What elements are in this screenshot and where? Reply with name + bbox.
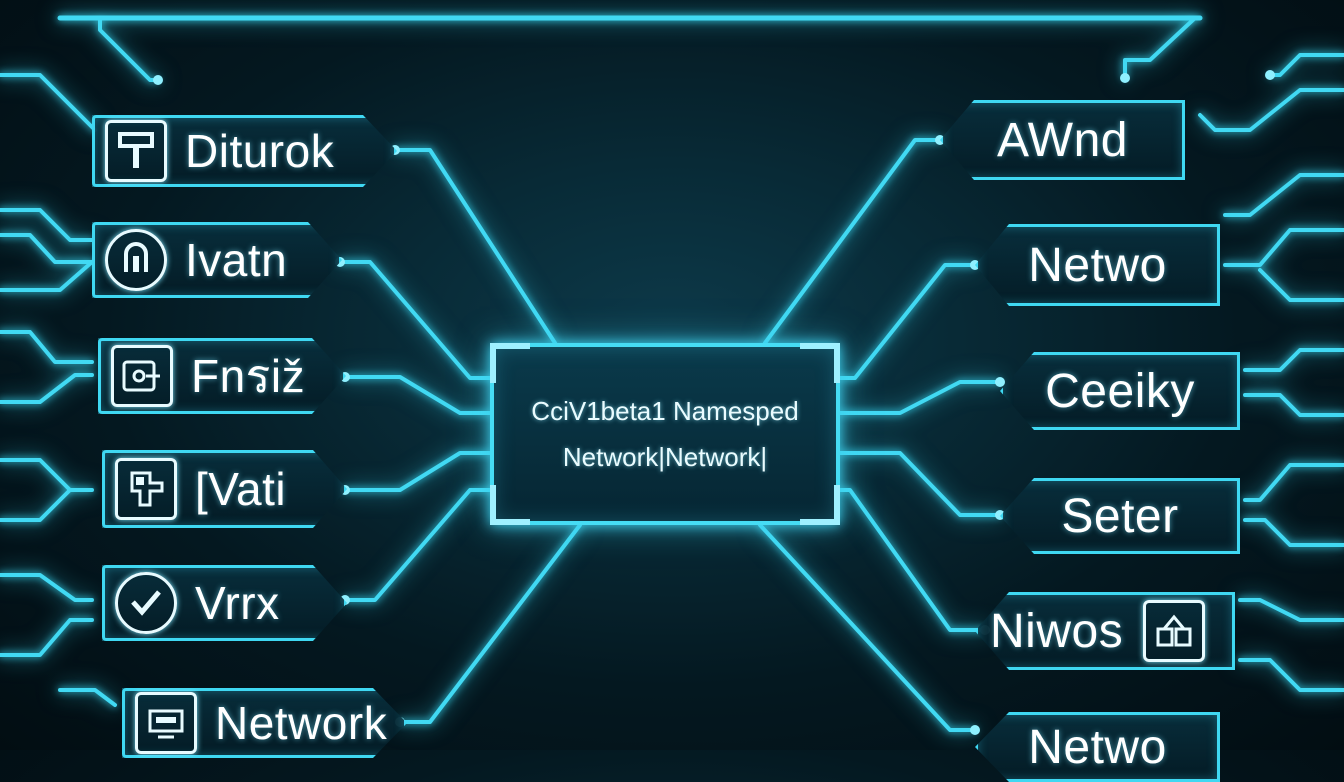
hub-corner (490, 343, 530, 383)
node-left-1[interactable]: Diturok (92, 115, 397, 187)
node-label: [Vati (195, 463, 287, 515)
hub-corner (800, 485, 840, 525)
node-left-3[interactable]: Fnรiž (98, 338, 346, 414)
node-label: Vrrx (195, 577, 280, 629)
printer-icon (115, 458, 177, 520)
node-left-5[interactable]: Vrrx (102, 565, 347, 641)
hub-title: CciV1beta1 Namesped (531, 396, 799, 426)
node-label: Ceeiky (1045, 364, 1195, 418)
node-right-6[interactable]: Netwo (975, 712, 1220, 782)
monitor-icon (135, 692, 197, 754)
node-label: Diturok (185, 125, 335, 177)
node-right-4[interactable]: Seter (1000, 478, 1240, 554)
camera-icon (111, 345, 173, 407)
node-label: Netwo (1028, 238, 1167, 292)
node-left-2[interactable]: Ivatn (92, 222, 342, 298)
node-right-2[interactable]: Netwo (975, 224, 1220, 306)
node-right-5[interactable]: Niwos (975, 592, 1235, 670)
node-label: Fnรiž (191, 349, 306, 402)
node-label: Netwo (1028, 720, 1167, 774)
hub-corner (490, 485, 530, 525)
node-label: Niwos (990, 604, 1124, 658)
lock-icon (105, 229, 167, 291)
check-icon (115, 572, 177, 634)
roller-icon (105, 120, 167, 182)
node-left-6[interactable]: Network (122, 688, 407, 758)
node-right-1[interactable]: AWnd (940, 100, 1185, 180)
blocks-icon (1143, 600, 1206, 662)
node-label: Network (215, 697, 388, 749)
hub-subtitle: Network|Network| (562, 442, 768, 472)
node-label: Ivatn (185, 234, 288, 286)
node-left-4[interactable]: [Vati (102, 450, 347, 528)
hub-corner (800, 343, 840, 383)
node-right-3[interactable]: Ceeiky (1000, 352, 1240, 430)
node-label: AWnd (997, 113, 1128, 167)
circuit-wires (0, 15, 1344, 735)
node-label: Seter (1061, 489, 1179, 543)
central-hub[interactable]: CciV1beta1 Namesped Network|Network| (490, 343, 840, 525)
